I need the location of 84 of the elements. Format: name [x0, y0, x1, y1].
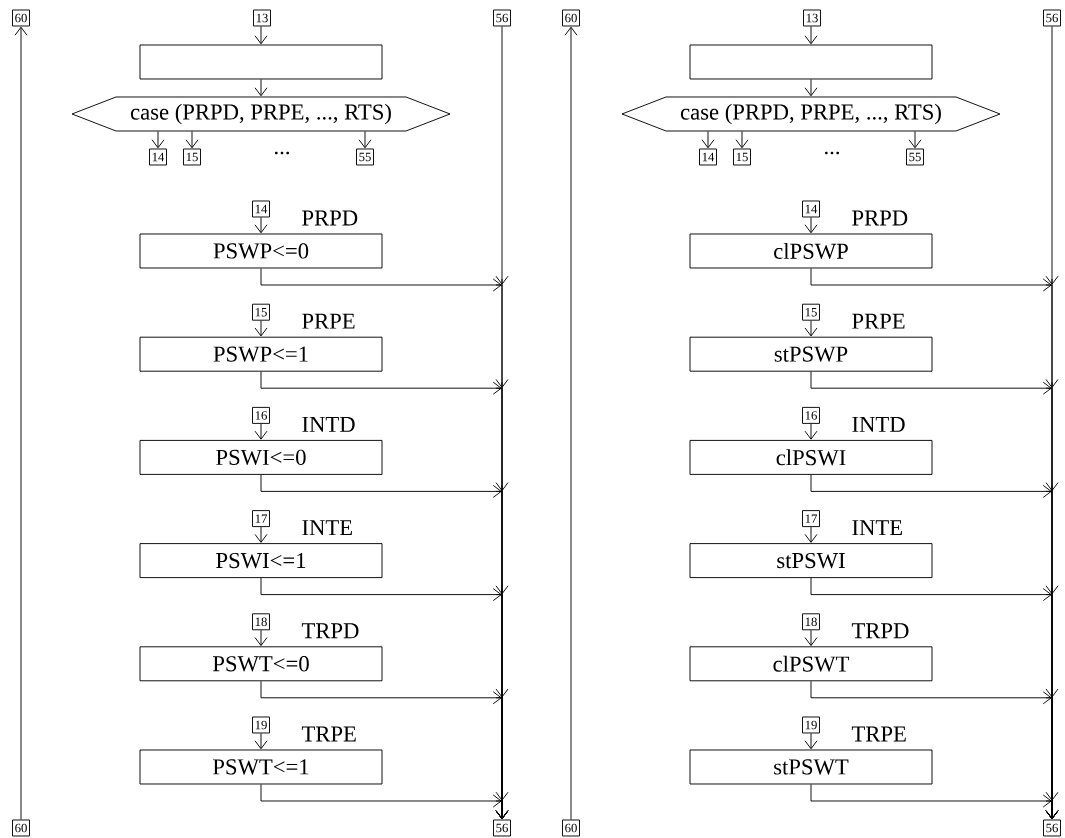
connector-box: 14: [699, 148, 717, 166]
process-box: stPSWI: [689, 543, 933, 579]
process-box: stPSWP: [689, 336, 933, 372]
connector-box: 13: [253, 9, 271, 27]
arrow: [254, 423, 268, 440]
process-box: PSWP<=1: [139, 336, 383, 372]
process-box: PSWT<=1: [139, 749, 383, 785]
connector-box: 56: [1043, 9, 1061, 27]
connector-box: 17: [802, 510, 820, 528]
connector-box: 18: [252, 613, 270, 631]
process-box: clPSWI: [689, 439, 933, 475]
process-box: PSWI<=1: [139, 543, 383, 579]
arrow: [358, 131, 372, 149]
arrow: [254, 526, 268, 543]
case-label: INTE: [302, 520, 352, 535]
connector-box: 15: [733, 148, 751, 166]
arrow: [564, 26, 578, 820]
arrow: [701, 131, 715, 149]
arrow: [804, 733, 818, 750]
connector-box: 60: [562, 819, 580, 837]
connector-box: 19: [802, 716, 820, 734]
arrow: [254, 79, 268, 97]
case-label: TRPD: [301, 623, 359, 639]
process-box: PSWI<=0: [139, 439, 383, 475]
ellipsis-label: ...: [825, 151, 839, 155]
connector-box: 15: [183, 148, 201, 166]
connector-box: 56: [1043, 819, 1061, 837]
arrow: [804, 79, 818, 97]
case-label: INTD: [302, 416, 355, 432]
arrow: [254, 26, 268, 45]
arrow: [804, 26, 818, 45]
arrow: [14, 26, 28, 820]
arrow: [1045, 26, 1059, 820]
empty-box: [139, 44, 383, 80]
case-label: PRPE: [852, 313, 905, 329]
case-label: INTE: [852, 520, 902, 535]
connector-box: 60: [562, 9, 580, 27]
case-label: INTD: [852, 416, 905, 432]
process-box: stPSWT: [689, 749, 933, 785]
case-label: TRPD: [851, 623, 909, 639]
arrow: [804, 320, 818, 337]
case-label: PRPD: [302, 210, 358, 226]
arrow: [908, 131, 922, 149]
arrow: [185, 131, 199, 149]
case-hexagon: case (PRPD, PRPE, ..., RTS): [71, 96, 451, 132]
arrow: [254, 629, 268, 646]
arrow: [804, 217, 818, 234]
connector-box: 17: [252, 510, 270, 528]
connector-box: 19: [252, 716, 270, 734]
arrow: [735, 131, 749, 149]
connector-box: 55: [906, 148, 924, 166]
arrow: [804, 629, 818, 646]
arrow: [254, 320, 268, 337]
connector-box: 15: [802, 303, 820, 321]
process-box: clPSWT: [689, 646, 933, 682]
connector-box: 56: [493, 819, 511, 837]
arrow: [804, 423, 818, 440]
arrow: [254, 217, 268, 234]
connector-box: 56: [493, 9, 511, 27]
connector-box: 16: [802, 406, 820, 424]
connector-box: 13: [803, 9, 821, 27]
process-box: clPSWP: [689, 233, 933, 269]
connector-box: 16: [252, 406, 270, 424]
case-label: TRPE: [301, 726, 356, 742]
arrow: [804, 526, 818, 543]
empty-box: [689, 44, 933, 80]
arrow: [495, 26, 509, 820]
connector-box: 60: [12, 819, 30, 837]
connector-box: 15: [252, 303, 270, 321]
process-box: PSWT<=0: [139, 646, 383, 682]
process-box: PSWP<=0: [139, 233, 383, 269]
case-label: TRPE: [851, 726, 906, 742]
connector-box: 60: [12, 9, 30, 27]
ellipsis-label: ...: [275, 151, 289, 155]
connector-box: 14: [252, 200, 270, 218]
arrow: [151, 131, 165, 149]
connector-box: 14: [802, 200, 820, 218]
connector-box: 18: [802, 613, 820, 631]
connector-box: 14: [149, 148, 167, 166]
arrow: [254, 733, 268, 750]
connector-box: 55: [356, 148, 374, 166]
case-hexagon: case (PRPD, PRPE, ..., RTS): [621, 96, 1001, 132]
case-label: PRPE: [302, 313, 355, 329]
case-label: PRPD: [852, 210, 908, 226]
